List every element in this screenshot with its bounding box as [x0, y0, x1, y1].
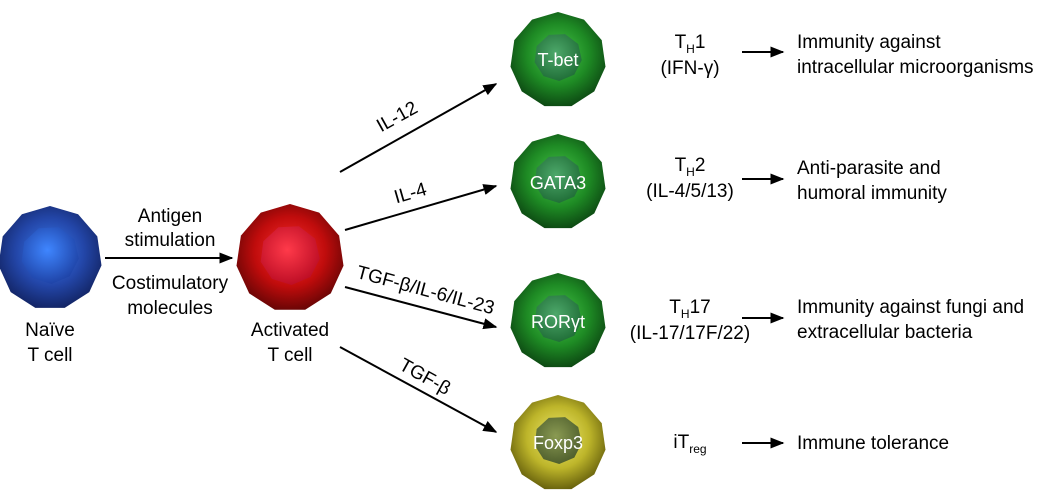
th2-cell-nucleus	[534, 156, 582, 203]
cytokine-label-th17: TGF-β/IL-6/IL-23	[354, 262, 496, 319]
subset-label-th1: TH1	[675, 32, 706, 56]
function-th17-line2: extracellular bacteria	[797, 322, 973, 343]
subset-main-th17: T	[669, 297, 681, 318]
itreg-cell-nucleus	[534, 417, 582, 464]
function-itreg-line1: Immune tolerance	[797, 433, 949, 454]
function-th17-line1: Immunity against fungi and	[797, 297, 1024, 318]
function-th2-line1: Anti-parasite and	[797, 158, 941, 179]
activated-cell-label-line2: T cell	[267, 345, 312, 366]
branch-arrow-th2	[344, 184, 498, 231]
activation-label-below-2: molecules	[127, 298, 213, 319]
th17-cell-nucleus	[534, 295, 582, 342]
tf-label-th2: GATA3	[530, 173, 586, 193]
branch-arrow-th17	[344, 286, 498, 330]
th1-cell	[510, 12, 606, 107]
subset-main-th1: T	[675, 32, 687, 53]
subset-detail-th1: (IFN-γ)	[660, 58, 719, 79]
itreg-cell	[510, 395, 606, 490]
branch-arrow-itreg	[339, 346, 498, 433]
subset-sub-th2: H	[686, 165, 695, 179]
subset-detail-th17: (IL-17/17F/22)	[630, 323, 750, 344]
subset-main-th2: T	[675, 155, 687, 176]
tf-label-th17: RORγt	[531, 312, 585, 332]
subset-detail-th2: (IL-4/5/13)	[646, 181, 734, 202]
subset-suffix-th2: 2	[695, 155, 706, 176]
naive-t-cell	[0, 206, 102, 308]
cytokine-label-th2: IL-4	[392, 179, 430, 208]
activated-cell-label-line1: Activated	[251, 320, 329, 341]
subset-sub-itreg: reg	[689, 442, 706, 456]
th17-cell	[510, 273, 606, 368]
activation-label-above-1: Antigen	[138, 206, 202, 227]
subset-label-itreg: iTreg	[673, 432, 706, 456]
subset-suffix-th1: 1	[695, 32, 706, 53]
th2-cell	[510, 134, 606, 229]
subset-sub-th17: H	[681, 307, 690, 321]
naive-cell-nucleus	[21, 227, 79, 284]
subset-label-th17: TH17	[669, 297, 710, 321]
subset-sub-th1: H	[686, 42, 695, 56]
subset-suffix-th17: 17	[690, 297, 711, 318]
th1-cell-nucleus	[534, 34, 582, 81]
function-th1-line1: Immunity against	[797, 32, 941, 53]
activated-t-cell	[236, 204, 344, 310]
subset-main-itreg: iT	[673, 432, 689, 453]
function-th2-line2: humoral immunity	[797, 183, 947, 204]
subset-label-th2: TH2	[675, 155, 706, 179]
tf-label-itreg: Foxp3	[533, 433, 583, 453]
naive-cell-label-line1: Naïve	[25, 320, 75, 341]
naive-cell-label-line2: T cell	[27, 345, 72, 366]
activation-label-above-2: stimulation	[125, 230, 216, 251]
function-th1-line2: intracellular microorganisms	[797, 57, 1034, 78]
branch-arrow-th1	[339, 83, 498, 173]
tf-label-th1: T-bet	[537, 50, 578, 70]
activated-cell-nucleus	[260, 226, 320, 285]
activation-label-below-1: Costimulatory	[112, 273, 229, 294]
